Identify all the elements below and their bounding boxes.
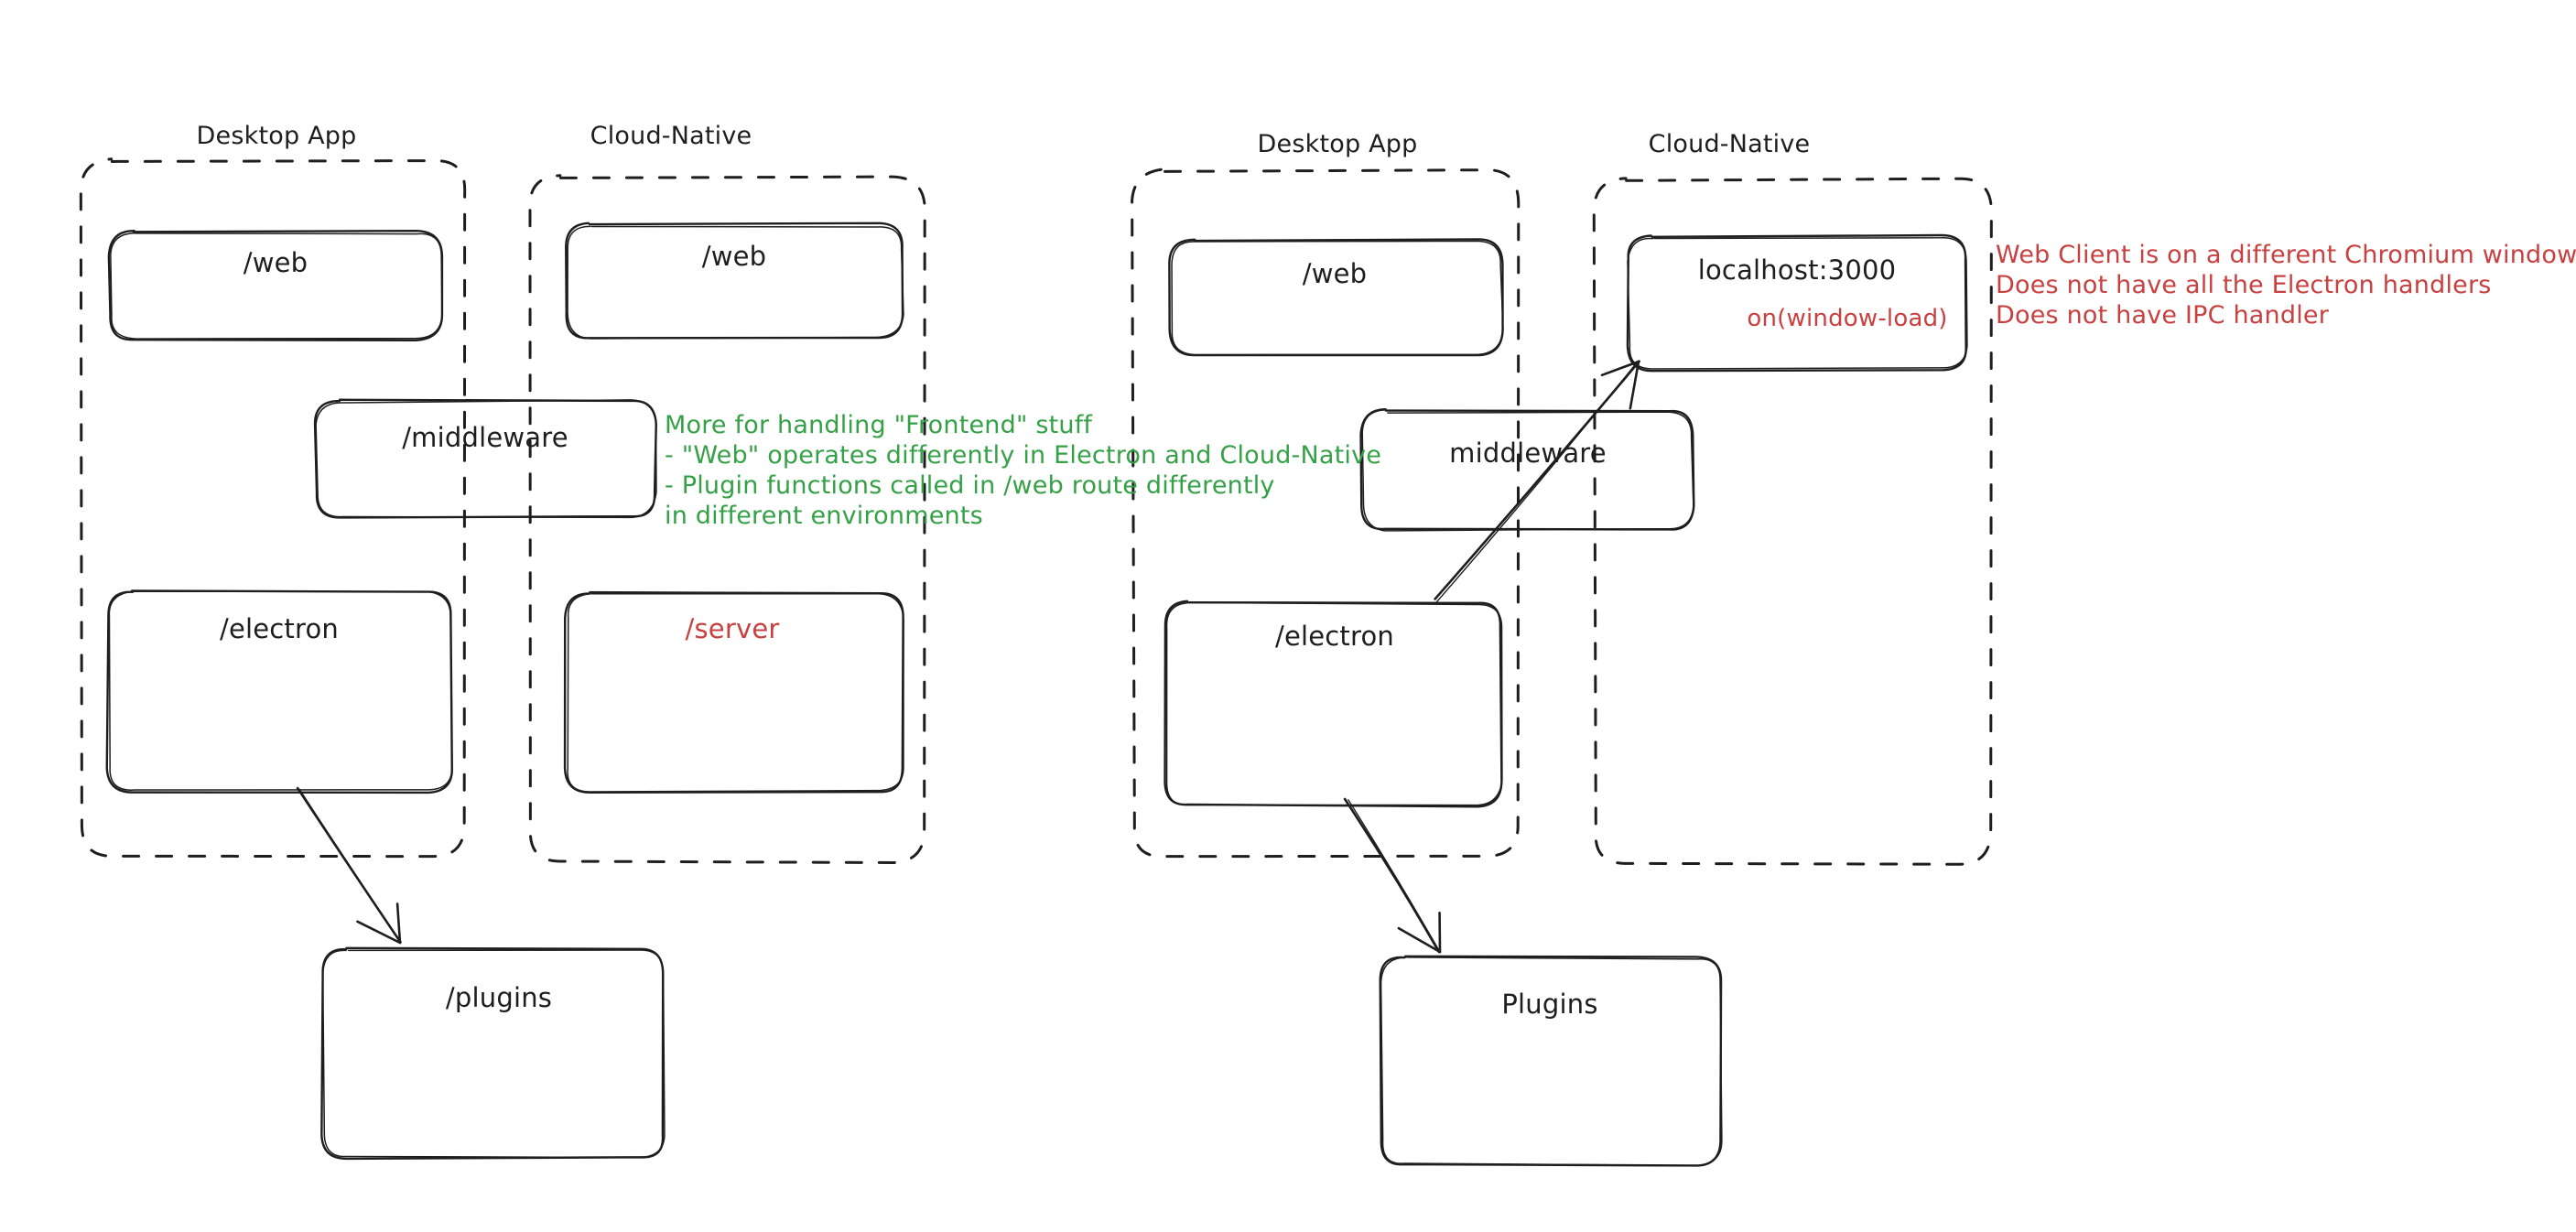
group-container-left-desktop-app: [79, 157, 467, 859]
node-box-stroke2-right-localhost: [1627, 237, 1968, 370]
arrow-right-electron-to-localhost-shaft2: [1435, 360, 1639, 603]
node-box-stroke2-left-web-desktop: [110, 232, 443, 340]
node-box-right-web-desktop[interactable]: [1168, 238, 1504, 357]
node-box-stroke2-left-middleware: [315, 399, 657, 519]
arrow-right-electron-to-plugins-shaft: [1343, 797, 1441, 954]
group-container-right-cloud-native: [1592, 177, 1993, 866]
node-box-right-plugins[interactable]: [1379, 955, 1723, 1167]
node-box-left-plugins[interactable]: [320, 946, 665, 1161]
node-box-left-middleware[interactable]: [313, 398, 657, 519]
arrow-right-electron-to-plugins-shaft2: [1348, 799, 1441, 954]
node-box-left-web-desktop[interactable]: [107, 229, 444, 341]
node-box-stroke2-left-plugins: [321, 949, 666, 1159]
node-box-left-electron[interactable]: [105, 589, 453, 794]
node-box-stroke2-right-electron: [1165, 601, 1503, 806]
arrow-right-electron-to-plugins-head-barb-1: [1397, 926, 1442, 954]
node-box-right-middleware[interactable]: [1359, 407, 1695, 531]
group-container-right-desktop-app: [1131, 168, 1521, 859]
arrow-left-electron-to-plugins-head-barb-1: [356, 920, 402, 945]
node-box-stroke2-left-server: [567, 592, 904, 793]
node-box-stroke2-right-web-desktop: [1171, 240, 1504, 356]
node-box-left-server[interactable]: [563, 590, 904, 794]
node-box-stroke2-right-plugins: [1380, 956, 1723, 1167]
group-container-left-cloud-native: [528, 174, 926, 864]
node-box-stroke2-left-web-cloud: [567, 225, 904, 340]
node-box-right-localhost[interactable]: [1626, 233, 1967, 373]
arrow-left-electron-to-plugins-shaft2: [298, 788, 402, 943]
node-box-left-web-cloud[interactable]: [565, 222, 904, 340]
arrow-right-electron-to-localhost-head-barb-1: [1629, 360, 1640, 410]
arrow-right-electron-to-localhost-head-barb-2: [1600, 360, 1640, 377]
node-box-stroke2-right-middleware: [1361, 409, 1694, 532]
node-box-right-electron[interactable]: [1164, 600, 1503, 808]
node-box-stroke2-left-electron: [108, 590, 453, 791]
arrow-left-electron-to-plugins-head-barb-2: [395, 902, 402, 945]
